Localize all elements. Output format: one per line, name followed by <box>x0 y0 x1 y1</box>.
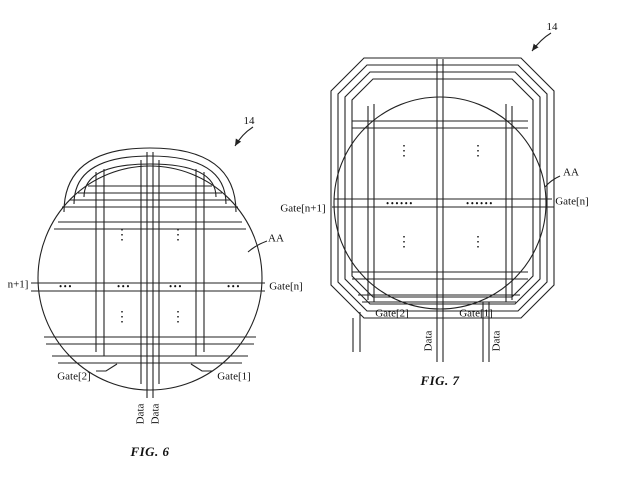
fig7-ref14-label: 14 <box>546 21 558 33</box>
fig7-hdots: •••••• <box>466 198 494 209</box>
fig7-gate1-label: Gate[1] <box>459 307 493 320</box>
fig6-ref14-arrow <box>234 126 254 147</box>
fig7-gate2-label: Gate[2] <box>375 307 409 320</box>
fig6-data-label-left: Data <box>134 403 147 425</box>
fig7-hdots: •••••• <box>386 198 414 209</box>
fig7-data-label-center: Data <box>422 330 435 352</box>
fig7-data-label-right: Data <box>490 330 503 352</box>
fig7-octagon-border <box>330 57 555 319</box>
fig7-vdots: ⋮ <box>471 144 485 159</box>
fig7-caption: FIG. 7 <box>420 373 460 388</box>
fig6-hdots: ••• <box>117 281 131 292</box>
fig6-hdots: ••• <box>227 281 241 292</box>
fig7-ref14-arrow <box>531 32 552 52</box>
fig6-vdots: ⋮ <box>171 228 185 243</box>
fig6-routing-hood <box>73 155 227 205</box>
fig6-gate2-label: Gate[2] <box>57 370 91 383</box>
fig6-aa-label: AA <box>268 232 284 245</box>
fig7-gate-n-label: Gate[n] <box>555 195 589 208</box>
fig7-gate-n1-label: Gate[n+1] <box>280 202 326 215</box>
fig6-gate1-leader <box>190 363 212 372</box>
fig6-caption: FIG. 6 <box>130 444 170 459</box>
fig7-vdots: ⋮ <box>471 235 485 250</box>
fig6-hdots: ••• <box>169 281 183 292</box>
fig6-drawing <box>31 126 268 398</box>
fig7-octagon-border <box>337 64 548 312</box>
fig6-vdots: ⋮ <box>171 310 185 325</box>
fig7-aa-label: AA <box>563 166 579 179</box>
fig7-octagon-border <box>344 71 541 305</box>
fig6-gate-n-label: Gate[n] <box>269 280 303 293</box>
fig7-vdots: ⋮ <box>397 235 411 250</box>
fig6-hdots: ••• <box>59 281 73 292</box>
fig6-routing-hood <box>63 147 237 213</box>
fig6-vdots: ⋮ <box>115 310 129 325</box>
fig6-routing-hood <box>83 163 217 198</box>
fig6-gate1-label: Gate[1] <box>217 370 251 383</box>
fig6-gate2-leader <box>96 363 118 372</box>
fig6-vdots: ⋮ <box>115 228 129 243</box>
fig7-active-area-circle <box>333 96 547 310</box>
fig6-aa-leader <box>247 240 268 253</box>
fig6-active-area-circle <box>37 165 263 391</box>
fig6-data-label-right: Data <box>149 403 162 425</box>
fig7-aa-leader <box>544 175 561 188</box>
fig7-drawing <box>330 32 561 362</box>
fig6-ref14-label: 14 <box>243 115 255 127</box>
fig6-gate-n1-label: n+1] <box>7 278 29 291</box>
fig7-vdots: ⋮ <box>397 144 411 159</box>
